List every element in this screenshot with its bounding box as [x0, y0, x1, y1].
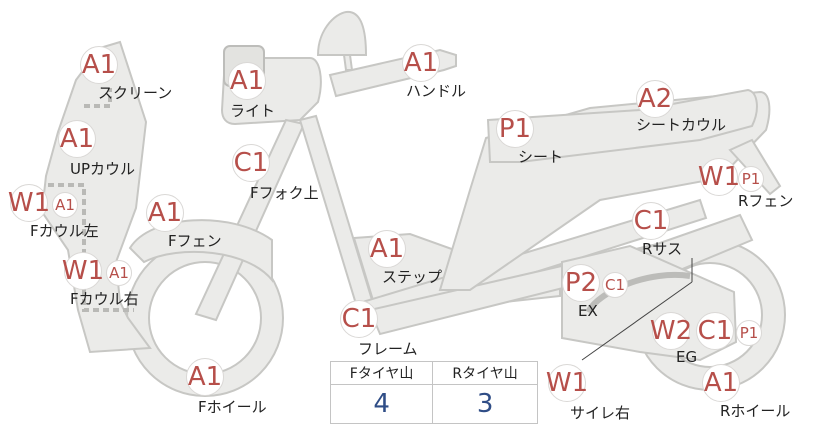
code-badge: A1 — [106, 260, 132, 286]
code-badge: A1 — [228, 62, 266, 100]
code-badge: W1 — [62, 252, 104, 290]
rear-tire-header: Rタイヤ山 — [432, 361, 538, 385]
part-label: ステップ — [382, 268, 443, 286]
front-tire-header: Fタイヤ山 — [329, 361, 434, 385]
code-badge: A1 — [146, 194, 184, 232]
exhaust — [585, 271, 691, 314]
code-badge: A1 — [702, 364, 740, 402]
front-cowl — [40, 40, 152, 354]
code-badge: W1 — [698, 158, 740, 196]
part-label: サイレ右 — [570, 404, 631, 422]
code-badge: A1 — [368, 230, 406, 268]
code-badge: C1 — [340, 300, 378, 338]
front-wheel — [126, 239, 284, 397]
tire-tread-table: Fタイヤ山 Rタイヤ山 4 3 — [329, 361, 538, 424]
code-badge: A1 — [58, 120, 96, 158]
front-tire-value: 4 — [329, 384, 434, 424]
code-badge: A1 — [52, 192, 78, 218]
part-label: Rホイール — [720, 402, 791, 420]
part-label: Fホイール — [198, 398, 267, 416]
part-label: フレーム — [358, 340, 418, 358]
part-label: シート — [518, 148, 564, 166]
part-label: Fカウル左 — [30, 222, 99, 240]
part-label: EX — [578, 302, 598, 320]
part-label: Rフェン — [738, 192, 794, 210]
code-badge: W1 — [546, 364, 588, 402]
code-badge: W2 — [650, 312, 692, 350]
part-label: ハンドル — [406, 82, 467, 100]
part-label: Rサス — [642, 240, 683, 258]
code-badge: A1 — [80, 46, 118, 84]
code-badge: P1 — [738, 166, 764, 192]
part-label: ライト — [230, 102, 276, 120]
code-badge: C1 — [232, 144, 270, 182]
part-label: スクリーン — [98, 84, 173, 102]
code-badge: C1 — [602, 272, 628, 298]
mirror — [316, 10, 368, 56]
code-badge: A1 — [186, 358, 224, 396]
part-label: Fフォク上 — [250, 184, 319, 202]
code-badge: P1 — [736, 320, 762, 346]
rear-tire-value: 3 — [432, 384, 538, 424]
code-badge: P1 — [496, 110, 534, 148]
code-badge: W1 — [8, 184, 50, 222]
seat — [486, 88, 758, 163]
part-label: Fフェン — [168, 232, 222, 250]
code-badge: A1 — [402, 44, 440, 82]
code-badge: A2 — [636, 80, 674, 118]
part-label: EG — [676, 348, 698, 366]
part-label: シートカウル — [636, 116, 727, 134]
code-badge: C1 — [696, 312, 734, 350]
code-badge: P2 — [562, 264, 600, 302]
part-label: Fカウル右 — [70, 290, 139, 308]
frame-downtube — [298, 114, 374, 306]
part-label: UPカウル — [70, 160, 136, 178]
code-badge: C1 — [632, 202, 670, 240]
